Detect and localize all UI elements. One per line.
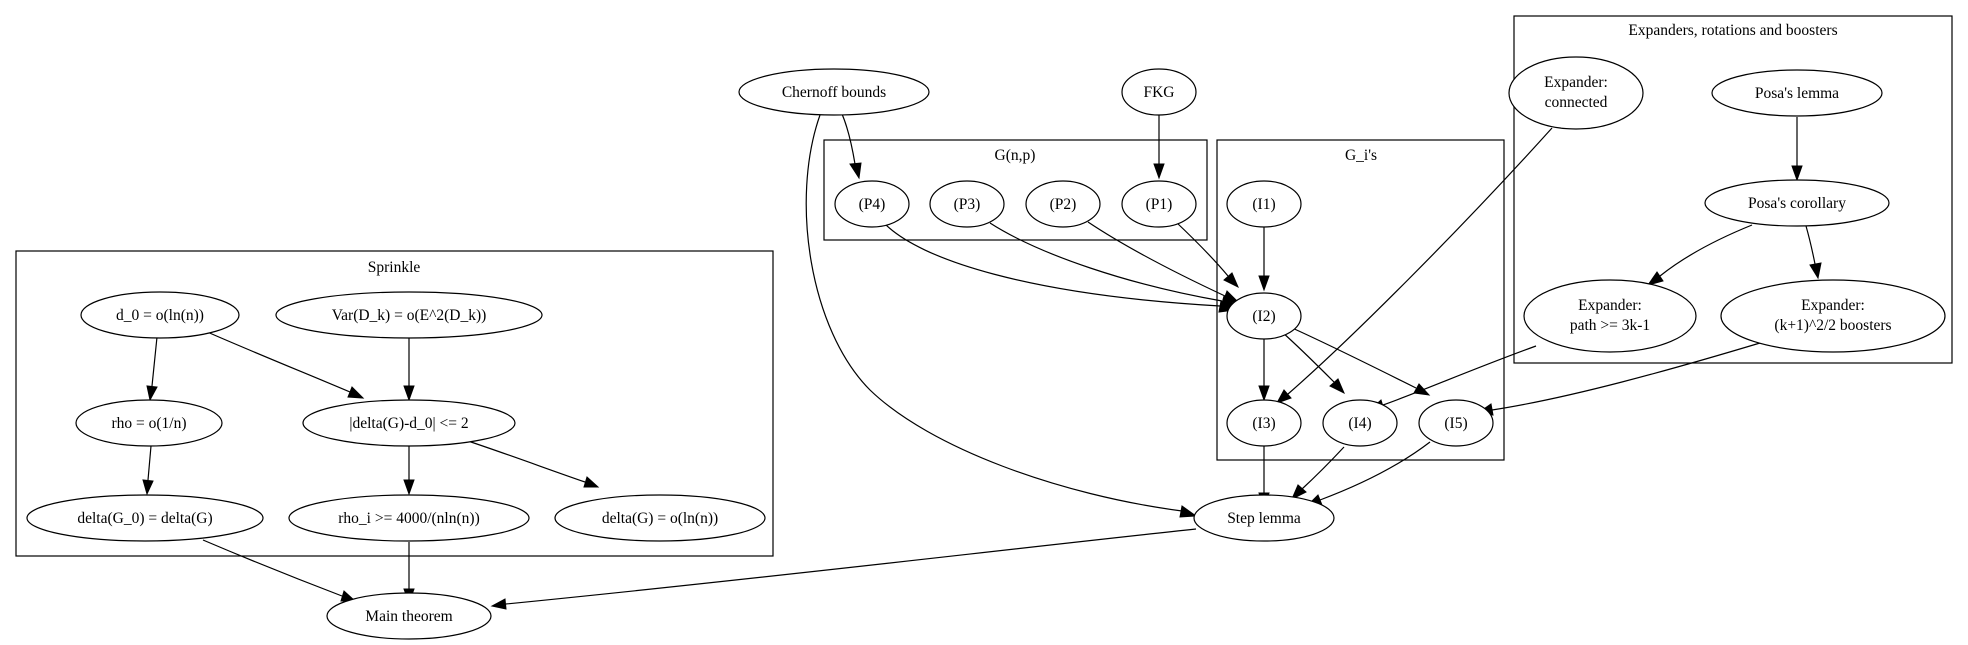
node-fkg: FKG: [1121, 68, 1197, 116]
edge-p2-i2: [1087, 221, 1240, 303]
node-i3-label: (I3): [1252, 415, 1275, 432]
node-i1: (I1): [1226, 180, 1302, 228]
edge-i1-i2: [1258, 227, 1270, 292]
edge-exp-connected-i3: [1275, 127, 1553, 404]
node-i1-label: (I1): [1252, 196, 1275, 213]
node-chernoff-bounds-label: Chernoff bounds: [782, 84, 886, 101]
edge-i4-step-lemma: [1291, 446, 1345, 501]
node-i4-label: (I4): [1348, 415, 1371, 432]
cluster-gis-label: G_i's: [1345, 147, 1377, 164]
cluster-expanders: Expanders, rotations and boosters: [1513, 15, 1953, 364]
node-rho-i-label: rho_i >= 4000/(nln(n)): [338, 510, 479, 527]
node-p4-label: (P4): [859, 196, 886, 213]
node-d0: d_0 = o(ln(n)): [80, 291, 240, 339]
edge-d0-rho: [146, 336, 158, 402]
edge-exp-boosters-i5: [1476, 342, 1761, 416]
cluster-expanders-label: Expanders, rotations and boosters: [1628, 22, 1837, 39]
node-step-lemma-label: Step lemma: [1227, 510, 1301, 527]
edge-p3-i2: [989, 222, 1238, 308]
node-p1: (P1): [1121, 180, 1197, 228]
node-i5: (I5): [1418, 399, 1494, 447]
node-delta-g0-label: delta(G_0) = delta(G): [77, 510, 212, 527]
node-p3: (P3): [929, 180, 1005, 228]
edge-posa-corollary-exp-boosters: [1805, 225, 1822, 280]
cluster-gnp-label: G(n,p): [995, 147, 1036, 164]
node-rho: rho = o(1/n): [75, 399, 223, 447]
edge-var-dk-delta-diff: [403, 337, 415, 402]
node-expander-connected: Expander: connected: [1508, 56, 1644, 130]
node-posa-corollary-label: Posa's corollary: [1748, 195, 1846, 212]
edge-i2-i5: [1289, 326, 1431, 396]
node-i5-label: (I5): [1444, 415, 1467, 432]
node-step-lemma: Step lemma: [1193, 494, 1335, 542]
node-p4: (P4): [834, 180, 910, 228]
node-expander-boosters-line1: Expander:: [1801, 297, 1865, 314]
edge-i2-i4: [1281, 331, 1345, 395]
node-expander-connected-line2: connected: [1545, 94, 1608, 111]
edge-posa-lemma-corollary: [1791, 117, 1803, 182]
node-rho-i: rho_i >= 4000/(nln(n)): [288, 494, 530, 542]
node-expander-boosters-line2: (k+1)^2/2 boosters: [1774, 317, 1891, 334]
cluster-sprinkle-label: Sprinkle: [368, 259, 421, 276]
edge-delta-diff-rho-i: [403, 446, 415, 496]
node-d0-label: d_0 = o(ln(n)): [116, 307, 204, 324]
node-p3-label: (P3): [954, 196, 981, 213]
node-expander-path-line2: path >= 3k-1: [1570, 317, 1650, 334]
node-rho-label: rho = o(1/n): [111, 415, 186, 432]
edge-p1-i2: [1175, 221, 1239, 289]
edge-delta-g0-main: [202, 539, 357, 602]
node-posa-corollary: Posa's corollary: [1704, 179, 1890, 227]
node-expander-connected-line1: Expander:: [1544, 74, 1608, 91]
node-delta-g0: delta(G_0) = delta(G): [26, 494, 264, 542]
node-delta-g-label: delta(G) = o(ln(n)): [602, 510, 718, 527]
node-i2-label: (I2): [1252, 308, 1275, 325]
node-expander-boosters: Expander: (k+1)^2/2 boosters: [1720, 279, 1946, 353]
edge-step-lemma-main: [490, 528, 1197, 610]
node-p2: (P2): [1025, 180, 1101, 228]
cluster-sprinkle: Sprinkle: [15, 250, 774, 557]
edge-i2-i3: [1258, 339, 1270, 402]
node-chernoff-bounds: Chernoff bounds: [738, 68, 930, 116]
edge-p4-i2: [883, 222, 1236, 313]
node-i2: (I2): [1226, 292, 1302, 340]
node-posa-lemma-label: Posa's lemma: [1755, 85, 1839, 102]
node-p1-label: (P1): [1146, 196, 1173, 213]
node-i4: (I4): [1322, 399, 1398, 447]
node-fkg-label: FKG: [1143, 84, 1174, 101]
node-expander-path-line1: Expander:: [1578, 297, 1642, 314]
node-var-dk: Var(D_k) = o(E^2(D_k)): [275, 291, 543, 339]
cluster-gnp: G(n,p): [823, 139, 1208, 241]
edge-posa-corollary-exp-path: [1646, 224, 1753, 286]
node-delta-diff-label: |delta(G)-d_0| <= 2: [349, 415, 468, 432]
edge-d0-delta-diff: [204, 330, 365, 399]
edge-rho-delta-g0: [142, 445, 154, 496]
node-main-theorem: Main theorem: [326, 592, 492, 640]
edge-chernoff-p4: [841, 113, 862, 180]
edge-i5-step-lemma: [1305, 441, 1431, 507]
node-i3: (I3): [1226, 399, 1302, 447]
node-posa-lemma: Posa's lemma: [1711, 69, 1883, 117]
node-var-dk-label: Var(D_k) = o(E^2(D_k)): [332, 307, 487, 324]
edge-chernoff-step-lemma: [805, 114, 1198, 518]
edge-fkg-p1: [1153, 114, 1165, 180]
node-delta-g: delta(G) = o(ln(n)): [554, 494, 766, 542]
node-delta-diff: |delta(G)-d_0| <= 2: [302, 399, 516, 447]
edges: [142, 113, 1822, 610]
node-main-theorem-label: Main theorem: [365, 608, 452, 625]
node-p2-label: (P2): [1050, 196, 1077, 213]
node-expander-path: Expander: path >= 3k-1: [1523, 279, 1697, 353]
edge-delta-diff-delta-g: [464, 439, 600, 488]
